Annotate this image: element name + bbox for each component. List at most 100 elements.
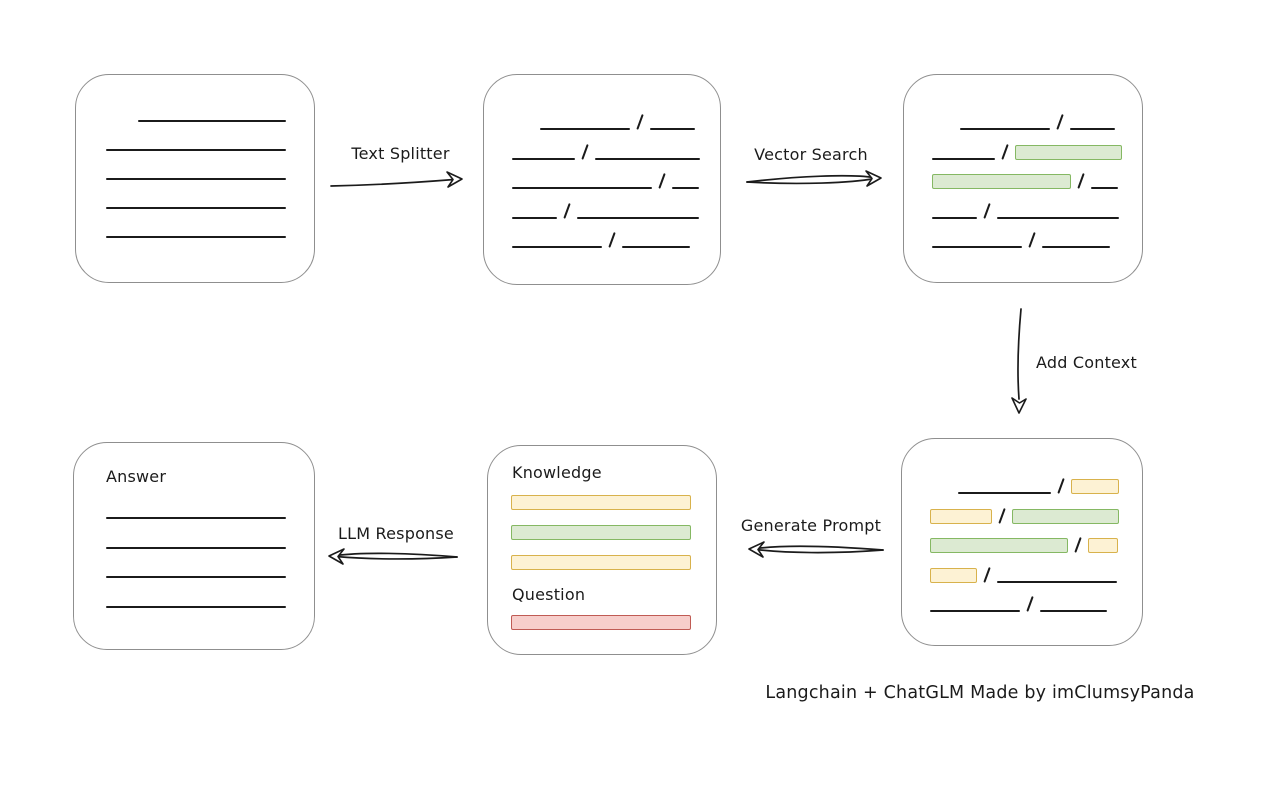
text-line [595, 157, 701, 160]
text-line [106, 149, 286, 151]
source-document-box [75, 74, 315, 283]
text-fragment-row [930, 595, 1114, 612]
text-line [1042, 246, 1111, 248]
text-fragment-row [930, 566, 1118, 583]
green-highlight-bar [930, 538, 1068, 553]
text-fragment-row [932, 113, 1116, 130]
text-line [932, 157, 995, 160]
slash-separator [1077, 173, 1086, 189]
text-fragment-row [930, 507, 1120, 524]
text-line [672, 187, 700, 189]
text-line [512, 216, 557, 219]
answer-title: Answer [106, 467, 167, 486]
llm-response-label: LLM Response [338, 524, 454, 543]
slash-separator [983, 202, 992, 219]
answer-box: Answer [73, 442, 315, 650]
slash-separator [1057, 478, 1066, 494]
text-line [932, 216, 977, 219]
text-line [512, 187, 652, 189]
text-fragment-row [932, 172, 1119, 189]
text-line [138, 120, 286, 122]
text-line [512, 157, 575, 160]
yellow-highlight-bar [930, 567, 977, 583]
text-line [1091, 187, 1119, 189]
text-line [106, 546, 286, 549]
text-fragment-row [512, 113, 696, 130]
prompt-box: Knowledge Question [487, 445, 717, 655]
text-line [106, 178, 286, 180]
answer-lines [106, 517, 286, 608]
text-fragment-row [512, 172, 700, 189]
slash-separator [1028, 232, 1037, 248]
text-line [932, 246, 1022, 248]
slash-separator [998, 507, 1007, 524]
text-fragment-row [932, 143, 1123, 160]
text-fragment-row [930, 477, 1120, 494]
text-fragment-row [512, 143, 701, 160]
green-highlight-bar [1015, 144, 1123, 160]
slash-separator [1074, 537, 1083, 553]
slash-separator [983, 566, 992, 583]
slash-separator [581, 143, 590, 160]
text-line [650, 128, 696, 130]
text-fragment-row [932, 202, 1120, 219]
text-line [997, 580, 1118, 583]
text-fragment-row [512, 202, 700, 219]
slash-separator [1056, 114, 1065, 130]
yellow-bar [511, 495, 691, 510]
knowledge-title: Knowledge [512, 463, 602, 482]
context-rows [902, 439, 1142, 645]
text-line [1070, 128, 1116, 130]
text-line [512, 246, 602, 248]
text-line [1040, 610, 1108, 612]
text-fragment-row [930, 536, 1119, 553]
green-bar [511, 525, 691, 540]
yellow-highlight-bar [930, 508, 992, 524]
slash-separator [1001, 143, 1010, 160]
yellow-highlight-bar [1088, 538, 1119, 553]
yellow-highlight-bar [1071, 479, 1120, 494]
add-context-label: Add Context [1036, 353, 1137, 372]
retrieved-rows [904, 75, 1142, 282]
chunk-rows [484, 75, 720, 284]
green-highlight-bar [1012, 508, 1120, 524]
text-line [958, 492, 1051, 494]
text-line [622, 246, 691, 248]
slash-separator [636, 114, 645, 130]
context-box [901, 438, 1143, 646]
text-line [106, 576, 286, 578]
question-title: Question [512, 585, 586, 604]
text-line [540, 128, 630, 130]
generate-prompt-arrow-icon [748, 541, 884, 558]
green-highlight-bar [932, 174, 1071, 189]
document-lines [106, 120, 286, 238]
split-chunks-box [483, 74, 721, 285]
text-line [577, 216, 700, 219]
text-line [960, 128, 1050, 130]
text-line [997, 216, 1120, 219]
red-bar [511, 615, 691, 630]
generate-prompt-label: Generate Prompt [740, 516, 882, 535]
question-bars [511, 615, 691, 630]
text-splitter-label: Text Splitter [351, 144, 450, 163]
text-line [106, 236, 286, 238]
slash-separator [563, 202, 572, 219]
vector-search-label: Vector Search [754, 145, 868, 164]
slash-separator [1026, 596, 1035, 612]
yellow-bar [511, 555, 691, 570]
slash-separator [608, 232, 617, 248]
knowledge-bars [511, 495, 691, 570]
text-line [930, 610, 1020, 612]
slash-separator [658, 173, 667, 189]
vector-search-arrow-icon [746, 170, 882, 187]
text-line [106, 517, 286, 519]
text-splitter-arrow-icon [330, 171, 463, 188]
llm-response-arrow-icon [328, 548, 458, 565]
add-context-arrow-icon [1011, 308, 1027, 414]
text-fragment-row [932, 231, 1114, 248]
diagram-caption: Langchain + ChatGLM Made by imClumsyPand… [765, 683, 1195, 703]
retrieved-chunks-box [903, 74, 1143, 283]
text-line [106, 605, 286, 608]
text-fragment-row [512, 231, 692, 248]
